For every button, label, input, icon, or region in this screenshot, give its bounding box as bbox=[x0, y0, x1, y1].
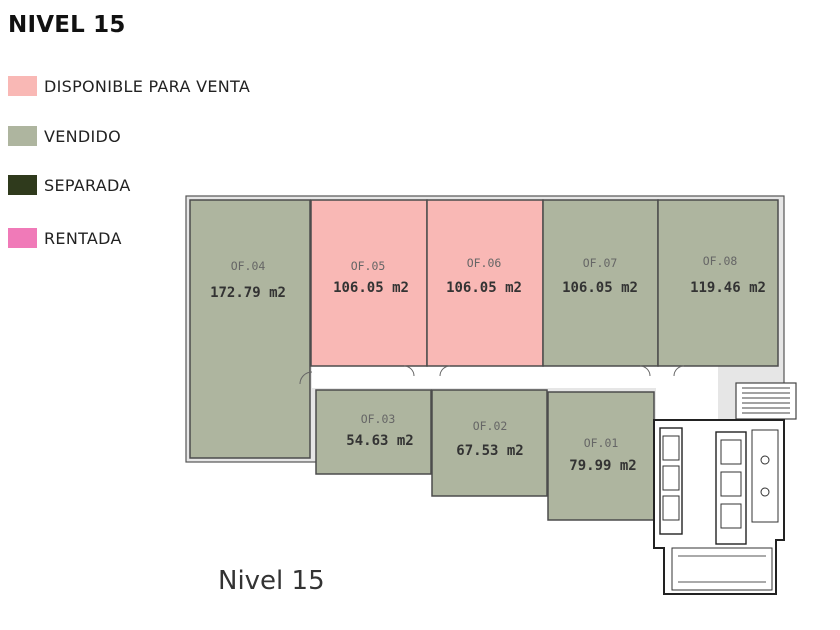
doors bbox=[299, 365, 685, 385]
office-code: OF.08 bbox=[703, 254, 738, 268]
office-area: 106.05 m2 bbox=[333, 280, 409, 296]
office-code: OF.03 bbox=[361, 412, 396, 426]
office-area: 67.53 m2 bbox=[456, 443, 523, 459]
legend-label-separada: SEPARADA bbox=[44, 175, 131, 195]
plan-caption: Nivel 15 bbox=[218, 566, 325, 596]
legend-swatch-separada bbox=[8, 175, 37, 195]
restrooms bbox=[751, 429, 779, 523]
legend-swatch-vendido bbox=[8, 126, 37, 146]
office-of-08[interactable]: OF.08 119.46 m2 bbox=[657, 199, 779, 367]
office-code: OF.07 bbox=[583, 256, 618, 270]
office-area: 106.05 m2 bbox=[446, 280, 522, 296]
legend-item-disponible: DISPONIBLE PARA VENTA bbox=[8, 76, 250, 96]
office-code: OF.01 bbox=[584, 436, 619, 450]
office-code: OF.02 bbox=[473, 419, 508, 433]
office-area: 106.05 m2 bbox=[562, 280, 638, 296]
elevator-bank-right bbox=[715, 431, 747, 545]
building-core bbox=[653, 419, 785, 595]
legend-swatch-rentada bbox=[8, 228, 37, 248]
service-shaft bbox=[671, 547, 773, 591]
legend-swatch-disponible bbox=[8, 76, 37, 96]
office-code: OF.04 bbox=[231, 259, 266, 273]
office-code: OF.05 bbox=[351, 259, 386, 273]
page-title: NIVEL 15 bbox=[8, 12, 126, 38]
office-of-04[interactable]: OF.04 172.79 m2 bbox=[189, 199, 311, 459]
legend-label-rentada: RENTADA bbox=[44, 228, 122, 248]
office-area: 119.46 m2 bbox=[690, 280, 766, 296]
office-area: 54.63 m2 bbox=[346, 433, 413, 449]
legend-item-rentada: RENTADA bbox=[8, 228, 122, 248]
legend-item-separada: SEPARADA bbox=[8, 175, 131, 195]
office-of-03[interactable]: OF.03 54.63 m2 bbox=[315, 389, 432, 475]
stairs bbox=[735, 382, 797, 420]
office-of-07[interactable]: OF.07 106.05 m2 bbox=[542, 199, 659, 367]
office-of-06[interactable]: OF.06 106.05 m2 bbox=[426, 199, 544, 367]
elevator-bank-left bbox=[659, 427, 683, 535]
office-of-02[interactable]: OF.02 67.53 m2 bbox=[431, 389, 548, 497]
office-area: 79.99 m2 bbox=[569, 458, 636, 474]
office-of-01[interactable]: OF.01 79.99 m2 bbox=[547, 391, 655, 521]
office-code: OF.06 bbox=[467, 256, 502, 270]
office-of-05[interactable]: OF.05 106.05 m2 bbox=[310, 199, 428, 367]
legend-label-disponible: DISPONIBLE PARA VENTA bbox=[44, 76, 251, 96]
legend-label-vendido: VENDIDO bbox=[44, 126, 122, 146]
legend-item-vendido: VENDIDO bbox=[8, 126, 121, 146]
office-area: 172.79 m2 bbox=[210, 285, 286, 301]
